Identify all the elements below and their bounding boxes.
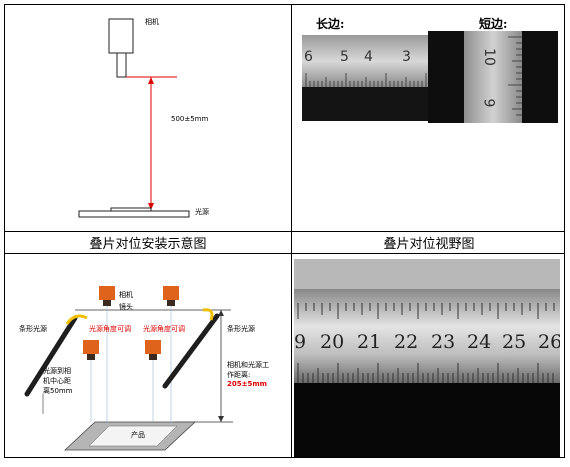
product-label: 产品 xyxy=(131,431,145,439)
short-ruler-number: 9 xyxy=(480,98,497,108)
camera-low-right xyxy=(145,340,161,360)
layout-diagram-cell: 相机 镜头 条形光源 条形光源 光源角度可调 光源角度可调 光源到相机中心距离5… xyxy=(5,254,291,458)
strip-light-right-label: 条形光源 xyxy=(227,325,255,333)
ruler-number: 9 xyxy=(294,331,307,353)
camera-light-distance-note: 相机和光源工作距离: xyxy=(227,361,269,379)
camera-lens xyxy=(116,52,127,78)
angle-adjust-right-label: 光源角度可调 xyxy=(143,325,185,333)
arrow-down xyxy=(148,203,154,210)
short-ruler-number: 10 xyxy=(480,48,497,66)
angle-adjust-left-label: 光源角度可调 xyxy=(89,325,131,333)
angle-arrow-left xyxy=(65,314,88,325)
camera-label-3d: 相机 xyxy=(119,291,133,299)
light-label: 光源 xyxy=(195,208,209,216)
document-table: 相机 500±5mm 光源 长边: 短边: xyxy=(4,4,565,458)
long-ruler-number: 6 xyxy=(304,49,313,65)
light-to-center-note: 光源到相机中心距离50mm xyxy=(43,367,73,395)
camera-top-left xyxy=(99,286,115,306)
ruler-photo: 9 20 21 22 23 24 25 26 xyxy=(294,259,560,457)
strip-light-left xyxy=(24,315,78,397)
ruler-number: 24 xyxy=(467,331,492,353)
short-side-label: 短边: xyxy=(479,17,508,31)
short-side-photo: 10 9 xyxy=(428,31,558,123)
camera-light-distance-value: 205±5mm xyxy=(227,380,267,388)
long-ruler-number: 4 xyxy=(364,49,373,65)
install-diagram-cell: 相机 500±5mm 光源 xyxy=(5,5,291,231)
camera-label: 相机 xyxy=(145,18,159,26)
layout-diagram xyxy=(24,286,233,451)
field-view-cell: 长边: 短边: 6 5 4 3 xyxy=(292,5,566,231)
table-row-divider-top xyxy=(5,231,564,232)
caption-field-view: 叠片对位视野图 xyxy=(383,237,475,252)
angle-arrow-right xyxy=(202,308,214,321)
install-diagram xyxy=(78,18,190,218)
ruler-number: 26 xyxy=(538,331,560,353)
distance-label: 500±5mm xyxy=(171,115,209,123)
ruler-number: 22 xyxy=(394,331,419,353)
arrow-up xyxy=(148,77,154,84)
long-side-photo: 6 5 4 3 xyxy=(302,35,428,121)
long-ruler-number: 5 xyxy=(340,49,349,65)
product-surface xyxy=(88,425,178,447)
ruler-number: 21 xyxy=(357,331,382,353)
camera-top-right xyxy=(163,286,179,306)
long-ruler-number: 3 xyxy=(402,49,411,65)
camera-body xyxy=(108,18,134,54)
light-base-plate xyxy=(78,210,190,218)
ruler-number: 23 xyxy=(431,331,456,353)
ruler-number: 20 xyxy=(320,331,345,353)
camera-low-left xyxy=(83,340,99,360)
long-side-label: 长边: xyxy=(316,17,345,31)
strip-light-right xyxy=(162,313,220,389)
ruler-number: 25 xyxy=(502,331,527,353)
strip-light-left-label: 条形光源 xyxy=(19,325,47,333)
table-row-divider-bottom xyxy=(5,253,564,254)
caption-install-diagram: 叠片对位安装示意图 xyxy=(89,237,207,252)
lens-label: 镜头 xyxy=(119,303,133,311)
